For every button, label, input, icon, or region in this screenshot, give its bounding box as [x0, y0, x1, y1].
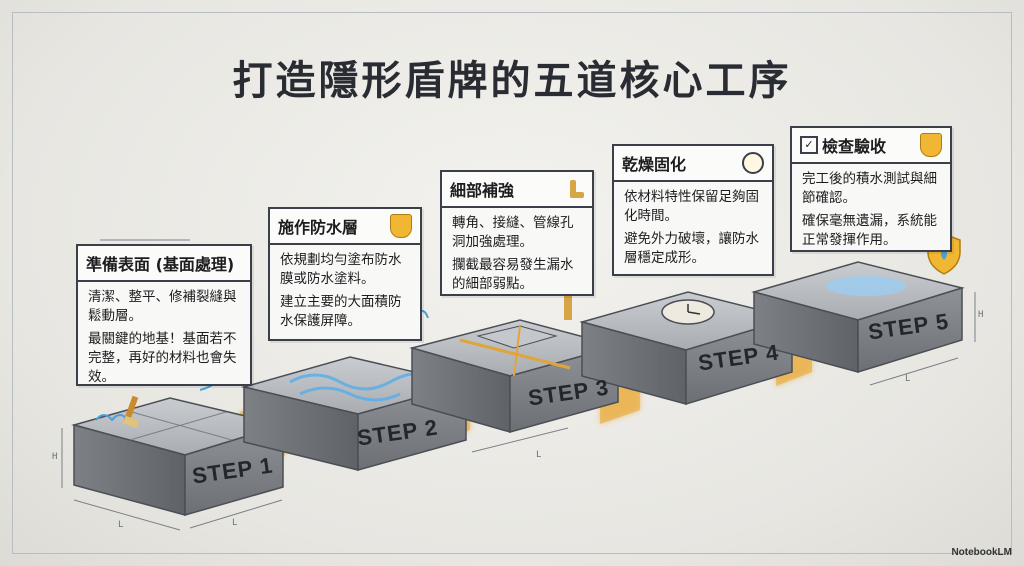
- shield-icon: [390, 214, 412, 238]
- step-2-line-2: 建立主要的大面積防水保護屏障。: [280, 294, 402, 329]
- step-4-card-title: 乾燥固化: [622, 155, 687, 174]
- step-5-card-body: 完工後的積水測試與細節確認。 確保毫無遺漏，系統能正常發揮作用。: [792, 164, 950, 260]
- step-5-line-2: 確保毫無遺漏，系統能正常發揮作用。: [802, 213, 937, 248]
- step-5-card-title: 檢查驗收: [822, 137, 887, 156]
- dim-l-step-1: L: [118, 520, 124, 530]
- pipe-icon: [562, 178, 584, 200]
- dim-h-step-1: H: [52, 452, 58, 462]
- step-3-card-body: 轉角、接縫、管線孔洞加強處理。 攔截最容易發生漏水的細部弱點。: [442, 208, 592, 304]
- step-5-line-1: 完工後的積水測試與細節確認。: [802, 171, 937, 206]
- step-2-card-header: 施作防水層: [270, 209, 420, 245]
- step-4-card-header: 乾燥固化: [614, 146, 772, 182]
- step-1-card-title: 準備表面 (基面處理): [86, 255, 235, 274]
- step-1-line-1: 清潔、整平、修補裂縫與鬆動層。: [88, 289, 237, 324]
- page-title: 打造隱形盾牌的五道核心工序: [232, 58, 792, 104]
- step-5-card-header: ✓ 檢查驗收: [792, 128, 950, 164]
- step-1-card: 準備表面 (基面處理) 清潔、整平、修補裂縫與鬆動層。 最關鍵的地基！基面若不完…: [76, 244, 252, 386]
- frame-right: [1011, 12, 1012, 554]
- frame-left: [12, 12, 13, 554]
- step-2-line-1: 依規劃均勻塗布防水膜或防水塗料。: [280, 252, 402, 287]
- dim-l-step-5: L: [905, 374, 911, 384]
- step-2-card: 施作防水層 依規劃均勻塗布防水膜或防水塗料。 建立主要的大面積防水保護屏障。: [268, 207, 422, 341]
- brand-logo: NotebookLM: [951, 547, 1012, 558]
- dim-h-step-5: H: [978, 310, 984, 320]
- block-step-4: [579, 249, 795, 406]
- step-4-line-1: 依材料特性保留足夠固化時間。: [624, 189, 759, 224]
- step-4-card-body: 依材料特性保留足夠固化時間。 避免外力破壞，讓防水層穩定成形。: [614, 182, 772, 278]
- step-5-card: ✓ 檢查驗收 完工後的積水測試與細節確認。 確保毫無遺漏，系統能正常發揮作用。: [790, 126, 952, 252]
- block-step-5: [751, 233, 965, 374]
- step-3-card: 細部補強 轉角、接縫、管線孔洞加強處理。 攔截最容易發生漏水的細部弱點。: [440, 170, 594, 296]
- clock-icon: [742, 152, 764, 174]
- step-1-line-2: 最關鍵的地基！基面若不完整，再好的材料也會失效。: [88, 331, 237, 385]
- step-3-card-header: 細部補強: [442, 172, 592, 208]
- shield-check-icon: [920, 133, 942, 157]
- step-3-card-title: 細部補強: [450, 181, 515, 200]
- step-3-line-1: 轉角、接縫、管線孔洞加強處理。: [452, 215, 574, 250]
- dim-l-step-3: L: [536, 450, 542, 460]
- step-4-line-2: 避免外力破壞，讓防水層穩定成形。: [624, 231, 759, 266]
- step-1-card-header: 準備表面 (基面處理): [78, 246, 250, 282]
- step-4-card: 乾燥固化 依材料特性保留足夠固化時間。 避免外力破壞，讓防水層穩定成形。: [612, 144, 774, 276]
- step-5-card-check-icon: ✓: [800, 136, 818, 154]
- step-3-line-2: 攔截最容易發生漏水的細部弱點。: [452, 257, 574, 292]
- step-2-card-body: 依規劃均勻塗布防水膜或防水塗料。 建立主要的大面積防水保護屏障。: [270, 245, 420, 341]
- frame-top: [12, 12, 1012, 13]
- step-2-card-title: 施作防水層: [278, 218, 359, 237]
- step-1-card-body: 清潔、整平、修補裂縫與鬆動層。 最關鍵的地基！基面若不完整，再好的材料也會失效。: [78, 282, 250, 397]
- frame-bottom: [12, 553, 1012, 554]
- dim-l-step-1b: L: [232, 518, 238, 528]
